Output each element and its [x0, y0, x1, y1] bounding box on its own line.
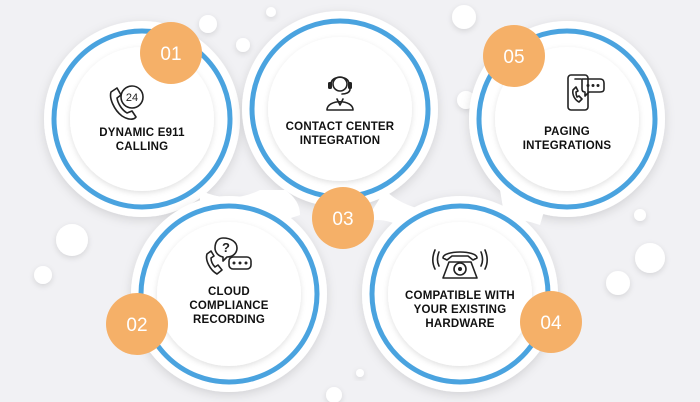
- step-03-label: CONTACT CENTER INTEGRATION: [265, 120, 415, 148]
- bubble: [356, 369, 364, 377]
- bubble: [56, 224, 88, 256]
- step-02-line-3: RECORDING: [192, 314, 266, 326]
- step-04-line-3: HARDWARE: [425, 318, 495, 330]
- bubble: [452, 5, 476, 29]
- number-badges: 01 05 03 02 04: [106, 22, 582, 355]
- inner-disc-03: [268, 37, 412, 181]
- headset-agent-icon: [326, 76, 354, 111]
- bubble: [266, 7, 276, 17]
- step-02-line-1: CLOUD: [208, 286, 250, 298]
- badge-02: 02: [106, 293, 168, 355]
- bubble: [606, 271, 630, 295]
- bubble: [634, 209, 646, 221]
- ring-05: [476, 28, 658, 210]
- badge-05: 05: [483, 25, 545, 87]
- step-01-line-1: DYNAMIC E911: [99, 127, 185, 139]
- bubble: [635, 243, 665, 273]
- badge-03-number: 03: [332, 209, 353, 230]
- mobile-chat-icon: [567, 74, 605, 111]
- badge-03: 03: [312, 187, 374, 249]
- svg-text:24: 24: [126, 92, 138, 104]
- bubble: [34, 266, 52, 284]
- badge-05-number: 05: [503, 47, 524, 68]
- inner-disc-04: [388, 222, 532, 366]
- step-02-line-2: COMPLIANCE: [189, 300, 269, 312]
- phone-24-hours-icon: 24: [109, 85, 144, 120]
- step-02-label: CLOUD COMPLIANCE RECORDING: [159, 285, 299, 327]
- bubble: [199, 15, 217, 33]
- step-05-label: PAGING INTEGRATIONS: [497, 125, 637, 153]
- bubble: [236, 38, 250, 52]
- inner-disc-02: [157, 222, 301, 366]
- step-03-line-2: INTEGRATION: [299, 135, 381, 147]
- step-05-line-2: INTEGRATIONS: [522, 140, 612, 152]
- link-05-04: [500, 190, 545, 225]
- badge-04-number: 04: [540, 313, 562, 334]
- step-01-line-2: CALLING: [115, 141, 169, 153]
- badge-02-number: 02: [126, 315, 147, 336]
- step-04-label: COMPATIBLE WITH YOUR EXISTING HARDWARE: [385, 289, 535, 331]
- step-05-line-1: PAGING: [544, 126, 590, 138]
- ring-group: [51, 18, 658, 385]
- ring-01: [51, 28, 233, 210]
- svg-text:?: ?: [222, 240, 230, 255]
- phone-question-chat-icon: ?: [205, 237, 252, 275]
- desk-phone-icon: [431, 249, 489, 279]
- inner-disc-05: [495, 47, 639, 191]
- decorative-bubbles: [34, 5, 665, 402]
- step-03-line-1: CONTACT CENTER: [285, 121, 395, 133]
- step-04-line-2: YOUR EXISTING: [413, 304, 507, 316]
- step-01-label: DYNAMIC E911 CALLING: [72, 126, 212, 154]
- step-04-line-1: COMPATIBLE WITH: [405, 290, 515, 302]
- bubble: [326, 387, 342, 402]
- badge-04: 04: [520, 291, 582, 353]
- badge-01-number: 01: [160, 44, 181, 65]
- badge-01: 01: [140, 22, 202, 84]
